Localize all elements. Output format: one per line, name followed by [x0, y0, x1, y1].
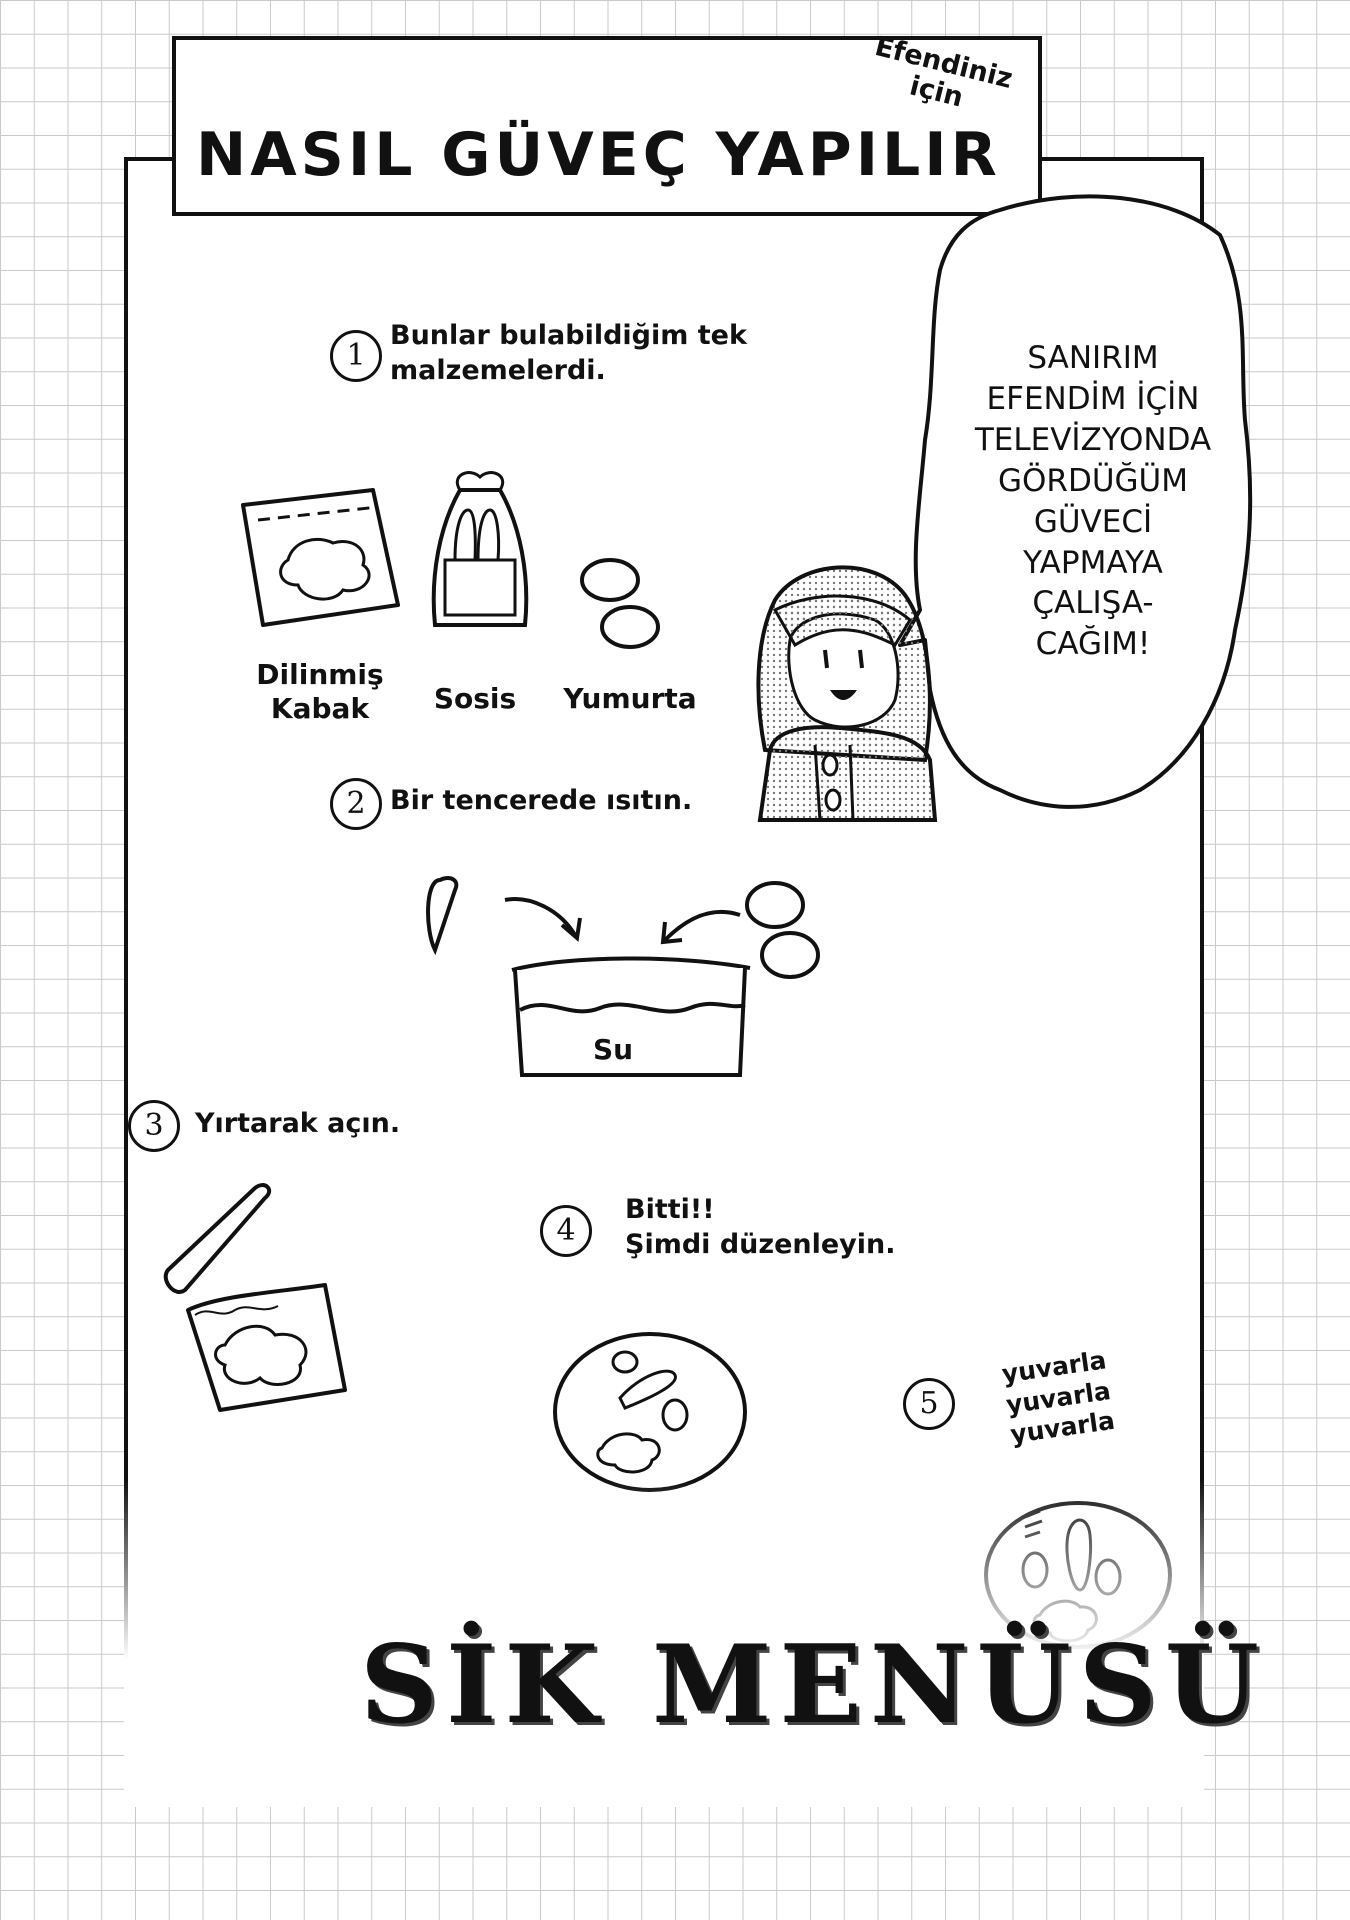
speech-bubble-text: SANIRIM EFENDİM İÇİN TELEVİZYONDA GÖRDÜĞ… [974, 340, 1212, 663]
step-2-number: 2 [330, 778, 382, 830]
step-3-text: Yırtarak açın. [195, 1108, 401, 1139]
ingredient-label-egg: Yumurta [563, 682, 697, 715]
character-illustration [756, 565, 938, 822]
torn-pack-icon [163, 1183, 347, 1412]
egg-icon [580, 558, 660, 649]
sausage-bag-icon [431, 471, 529, 627]
ingredient-label-zucchini: Dilinmiş Kabak [256, 658, 384, 725]
step-2-text: Bir tencerede ısıtın. [390, 785, 693, 816]
plate-icon [553, 1332, 747, 1492]
title-box [172, 36, 1042, 216]
zucchini-pack-icon [241, 488, 400, 627]
step-4-number: 4 [540, 1205, 592, 1257]
panel-fade [124, 1480, 1204, 1807]
pot-illustration [426, 876, 820, 1077]
page-title: NASIL GÜVEÇ YAPILIR [196, 120, 1001, 190]
step-5-number: 5 [903, 1378, 955, 1430]
step-5-text: yuvarla yuvarla yuvarla [1000, 1345, 1117, 1450]
step-4-text: Bitti!! Şimdi düzenleyin. [625, 1194, 896, 1261]
ingredient-label-sausage: Sosis [433, 682, 517, 715]
footer-title: SİK MENÜSÜ [360, 1622, 1267, 1748]
step-3-number: 3 [128, 1100, 180, 1152]
step-1-text: Bunlar bulabildiğim tek malzemelerdi. [390, 320, 747, 387]
step-1-number: 1 [330, 330, 382, 382]
pot-label: Su [592, 1033, 634, 1066]
